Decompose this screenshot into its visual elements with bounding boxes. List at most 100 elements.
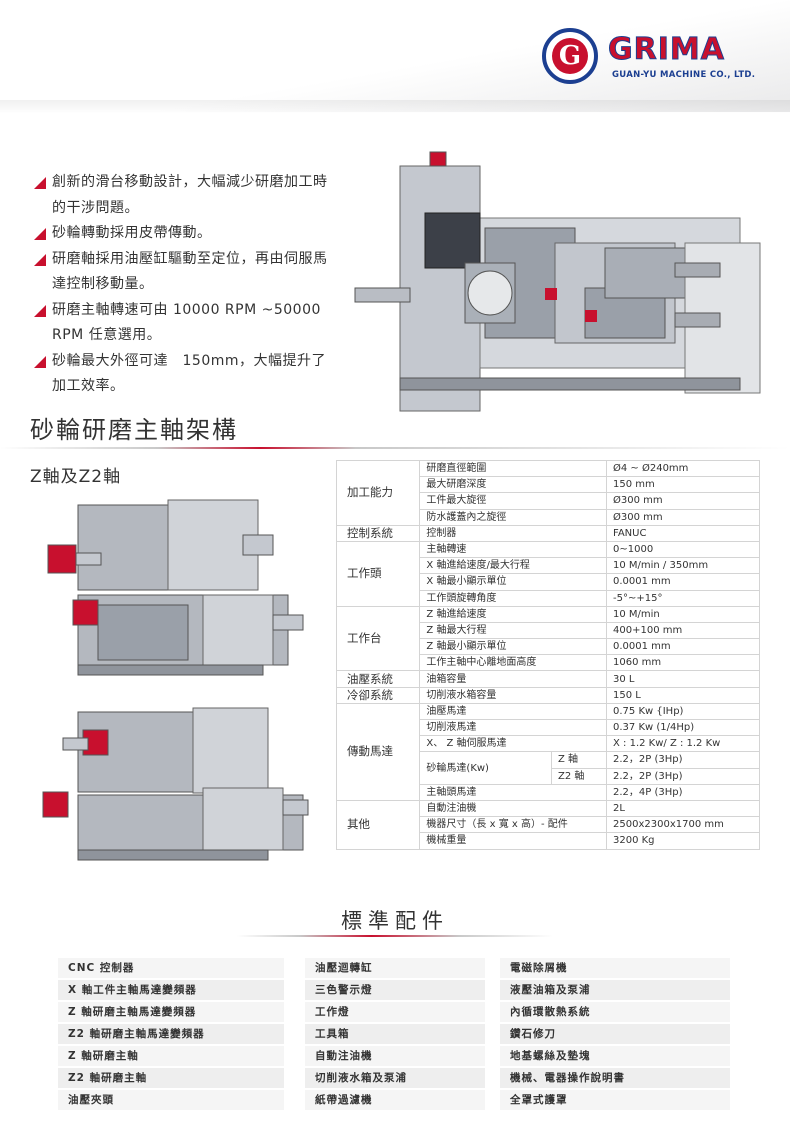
spec-item: 油箱容量 <box>419 670 607 688</box>
feature-list: 創新的滑台移動設計，大幅減少研磨加工時的干涉問題。 砂輪轉動採用皮帶傳動。 研磨… <box>30 170 330 400</box>
brand-name: GRIMA <box>608 32 725 68</box>
accessory-item: Z2 軸研磨主軸馬達變頻器 <box>58 1024 284 1046</box>
spec-category: 冷卻系統 <box>335 686 421 704</box>
spec-item: 工作頭旋轉角度 <box>419 589 607 607</box>
spec-value: 2L <box>606 799 760 818</box>
accessory-item: 油壓迴轉缸 <box>305 958 485 980</box>
feature-item: 砂輪轉動採用皮帶傳動。 <box>30 221 330 247</box>
spec-value: 10 M/min / 350mm <box>606 557 760 575</box>
spec-category: 工作頭 <box>335 540 421 607</box>
spec-item: 砂輪馬達(Kw) <box>419 751 552 785</box>
accessory-column-2: 油壓迴轉缸 三色警示燈 工作燈 工具箱 自動注油機 切削液水箱及泵浦 紙帶過濾機 <box>305 958 485 1112</box>
accessory-column-3: 電磁除屑機 液壓油箱及泵浦 內循環散熱系統 鑽石修刀 地基螺絲及墊塊 機械、電器… <box>500 958 730 1112</box>
spec-value: X : 1.2 Kw/ Z : 1.2 Kw <box>606 735 760 753</box>
spec-value: 10 M/min <box>606 605 760 623</box>
accessory-item: 鑽石修刀 <box>500 1024 730 1046</box>
spec-value: FANUC <box>606 524 760 542</box>
spec-item: 防水護蓋內之旋徑 <box>419 508 607 526</box>
triangle-bullet-icon <box>34 177 46 189</box>
z2-axis-side-view-image <box>42 707 309 861</box>
spec-item: X 軸最小顯示單位 <box>419 573 607 591</box>
accessory-item: CNC 控制器 <box>58 958 284 980</box>
accessory-item: 全罩式護罩 <box>500 1090 730 1112</box>
accessory-item: 工具箱 <box>305 1024 485 1046</box>
accessory-item: 地基螺絲及墊塊 <box>500 1046 730 1068</box>
table-row: 加工能力 研磨直徑範圍 Ø4 ~ Ø240mm <box>335 459 760 526</box>
accessory-item: 切削液水箱及泵浦 <box>305 1068 485 1090</box>
brand-logo: G GRIMA GUAN-YU MACHINE CO., LTD. <box>542 28 757 88</box>
accessory-item: Z 軸研磨主軸馬達變頻器 <box>58 1002 284 1024</box>
z-axis-side-view-image <box>47 499 304 676</box>
table-row: 其他 自動注油機 2L <box>335 799 760 850</box>
spec-value: 0~1000 <box>606 540 760 559</box>
header-divider <box>0 100 790 114</box>
feature-item: 研磨軸採用油壓缸驅動至定位，再由伺服馬達控制移動量。 <box>30 247 330 298</box>
accessory-item: 油壓夾頭 <box>58 1090 284 1112</box>
spec-category: 工作台 <box>335 605 421 672</box>
accessory-item: 自動注油機 <box>305 1046 485 1068</box>
feature-text: 研磨主軸轉速可由 10000 RPM ~50000 RPM 任意選用。 <box>52 301 321 344</box>
spec-value: 3200 Kg <box>606 832 760 850</box>
spec-category: 油壓系統 <box>335 670 421 688</box>
feature-item: 砂輪最大外徑可達 150mm，大幅提升了加工效率。 <box>30 349 330 400</box>
spec-value: Ø300 mm <box>606 492 760 510</box>
triangle-bullet-icon <box>34 304 46 317</box>
spec-value: 0.0001 mm <box>606 573 760 591</box>
spec-item: 主軸轉速 <box>419 540 607 559</box>
accessory-item: Z 軸研磨主軸 <box>58 1046 284 1068</box>
spec-value: Ø300 mm <box>606 508 760 526</box>
spec-item: 控制器 <box>419 524 607 542</box>
spec-value: 400+100 mm <box>606 621 760 640</box>
spec-item: Z 軸進給速度 <box>419 605 607 623</box>
accessory-item: X 軸工件主軸馬達變頻器 <box>58 980 284 1002</box>
feature-text: 創新的滑台移動設計，大幅減少研磨加工時的干涉問題。 <box>52 174 328 216</box>
table-row: 傳動馬達 油壓馬達 0.75 Kw {IHp) <box>335 702 760 801</box>
spec-value: -5°~+15° <box>606 589 760 607</box>
standard-accessories-title: 標準配件 <box>341 909 449 933</box>
axis-subtitle: Z軸及Z2軸 <box>30 467 122 487</box>
section-divider <box>0 447 790 449</box>
spec-category: 加工能力 <box>335 460 421 526</box>
accessory-column-1: CNC 控制器 X 軸工件主軸馬達變頻器 Z 軸研磨主軸馬達變頻器 Z2 軸研磨… <box>58 958 284 1112</box>
accessory-item: 電磁除屑機 <box>500 958 730 980</box>
spec-value: 0.0001 mm <box>606 638 760 656</box>
spec-item: 研磨直徑範圍 <box>419 459 607 478</box>
spec-item: 最大研磨深度 <box>419 476 607 494</box>
grinding-spindle-top-view-image <box>354 151 761 412</box>
spec-value: 1060 mm <box>606 654 760 672</box>
accessory-item: 工作燈 <box>305 1002 485 1024</box>
spec-item: Z 軸最小顯示單位 <box>419 638 607 656</box>
feature-text: 砂輪最大外徑可達 150mm，大幅提升了加工效率。 <box>52 352 326 395</box>
spec-item: 機器尺寸（長 x 寬 x 高）- 配件 <box>419 816 607 834</box>
spec-value: 30 L <box>606 670 760 688</box>
triangle-bullet-icon <box>34 228 46 240</box>
logo-emblem-letter: G <box>552 38 588 74</box>
spec-item: 油壓馬達 <box>419 702 607 721</box>
accessory-item: 機械、電器操作說明書 <box>500 1068 730 1090</box>
feature-text: 砂輪轉動採用皮帶傳動。 <box>52 225 212 241</box>
spec-item: 切削液馬達 <box>419 718 607 737</box>
spec-item: X 軸進給速度/最大行程 <box>419 557 607 575</box>
spec-category: 傳動馬達 <box>335 702 421 801</box>
spec-value: 150 L <box>606 686 760 704</box>
table-row: 控制系統 控制器 FANUC <box>335 524 760 542</box>
spec-subitem: Z 軸 <box>551 751 607 769</box>
table-row: 砂輪馬達(Kw) Z 軸 2.2，2P (3Hp) <box>337 751 760 785</box>
spec-category: 其他 <box>335 799 421 850</box>
accessory-item: 內循環散熱系統 <box>500 1002 730 1024</box>
spec-category: 控制系統 <box>335 524 421 542</box>
spec-value: 2500x2300x1700 mm <box>606 816 760 834</box>
triangle-bullet-icon <box>34 253 46 266</box>
table-row: 機械重量 3200 Kg <box>337 832 760 850</box>
table-row: Z 軸最小顯示單位 0.0001 mm <box>337 638 760 656</box>
feature-item: 創新的滑台移動設計，大幅減少研磨加工時的干涉問題。 <box>30 170 330 221</box>
spec-table: 加工能力 研磨直徑範圍 Ø4 ~ Ø240mm 最大研磨深度 150 mm 工件… <box>335 459 760 850</box>
accessory-item: 三色警示燈 <box>305 980 485 1002</box>
spec-item: 工件最大旋徑 <box>419 492 607 510</box>
spec-item: Z 軸最大行程 <box>419 621 607 640</box>
spec-value: 0.75 Kw {IHp) <box>606 702 760 721</box>
feature-text: 研磨軸採用油壓缸驅動至定位，再由伺服馬達控制移動量。 <box>52 250 328 293</box>
spec-value: 150 mm <box>606 476 760 494</box>
table-row: 工作頭 主軸轉速 0~1000 <box>335 540 760 607</box>
spec-subitem: Z2 軸 <box>551 767 607 785</box>
